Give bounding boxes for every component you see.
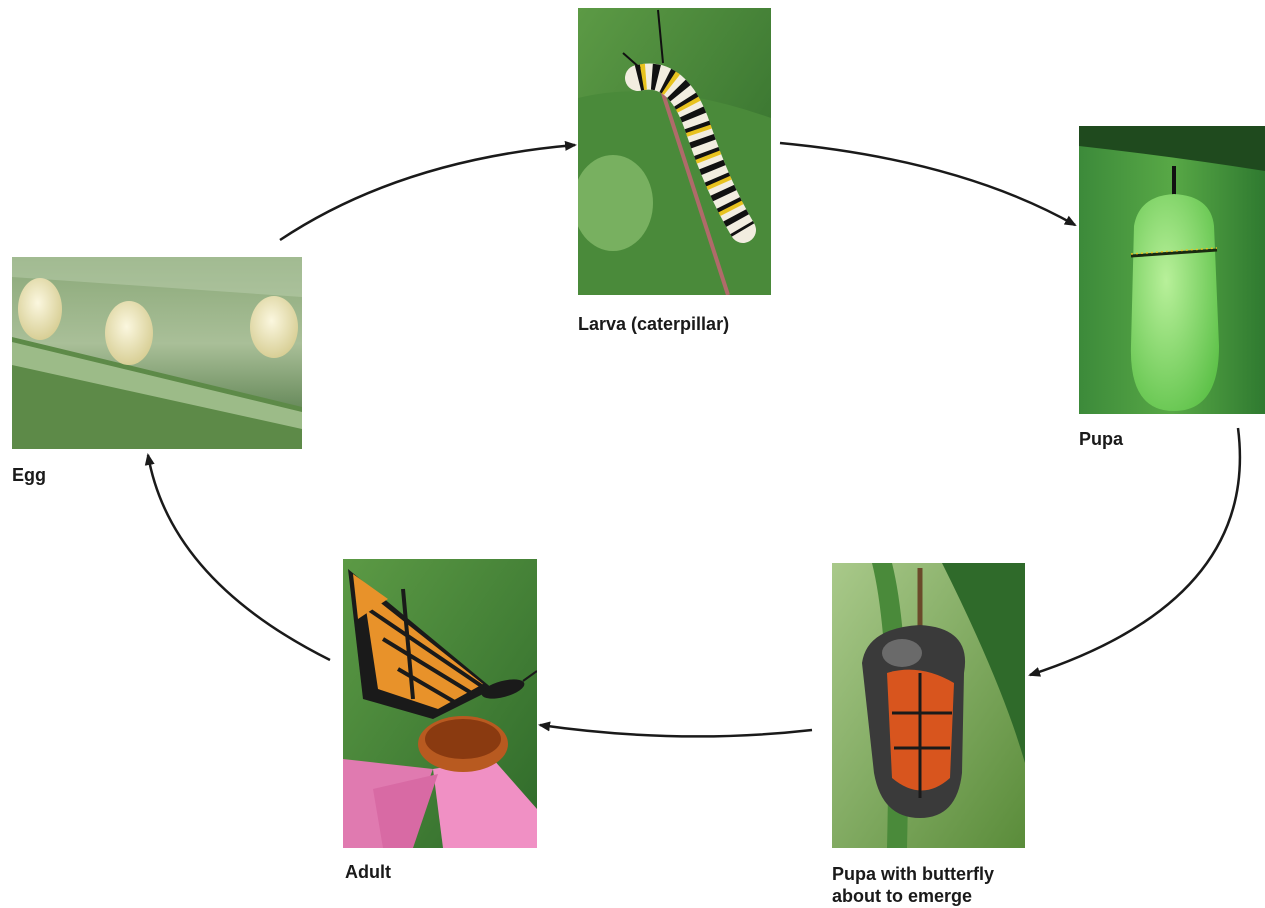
larva-label: Larva (caterpillar) [578,313,729,335]
larva-photo [578,8,771,295]
pupa-emerging-label-line2: about to emerge [832,885,972,907]
arrow-emerging-to-adult [540,725,812,736]
pupa-emerging-label-line1: Pupa with butterfly [832,863,994,885]
pupa-label: Pupa [1079,428,1123,450]
adult-photo [343,559,537,848]
arrow-adult-to-egg [148,455,330,660]
egg-3 [250,296,298,358]
egg-1 [18,278,62,340]
chrysalis [1131,194,1219,411]
egg-photo [12,257,302,449]
arrow-egg-to-larva [280,145,575,240]
pupa-photo [1079,126,1265,414]
pupa-emerging-photo [832,563,1025,848]
egg-2 [105,301,153,365]
adult-label: Adult [345,861,391,883]
egg-label: Egg [12,464,46,486]
arrow-pupa-to-emerging [1030,428,1240,675]
arrow-larva-to-pupa [780,143,1075,225]
